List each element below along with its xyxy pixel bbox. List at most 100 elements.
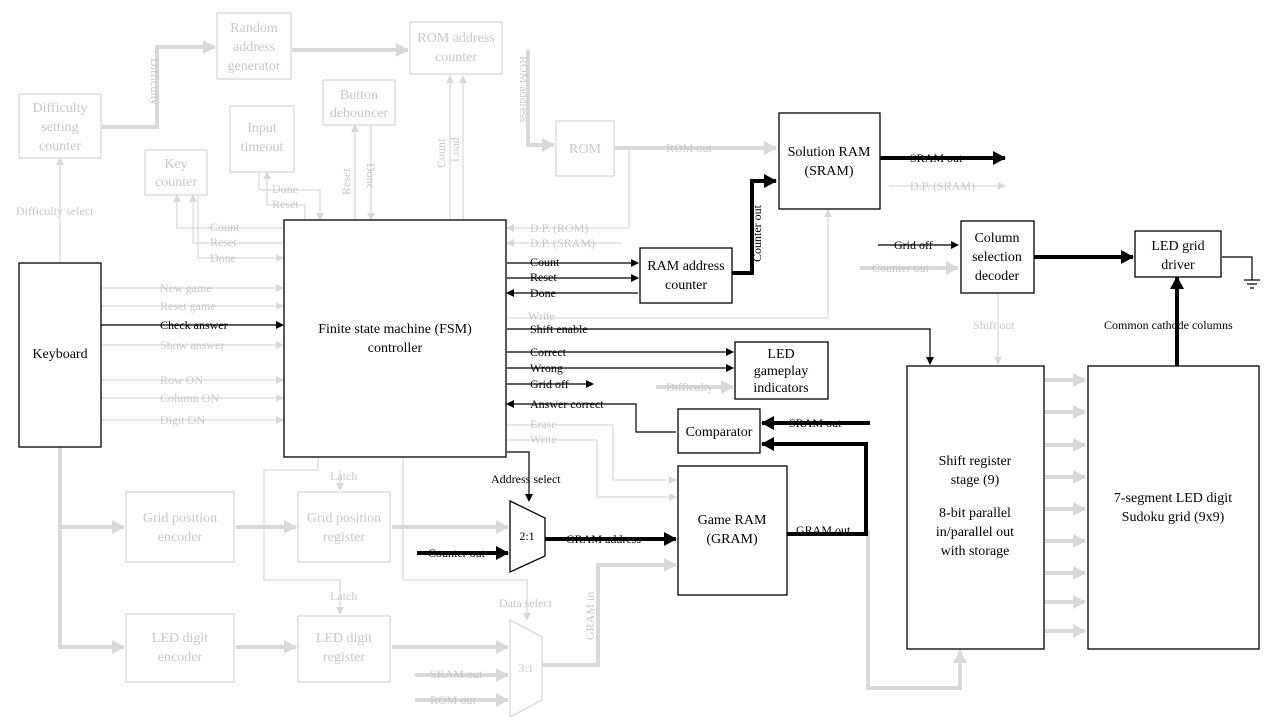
svg-text:in/parallel out: in/parallel out [936, 525, 1014, 540]
svg-text:with storage: with storage [941, 544, 1010, 559]
led-digit-encoder: LED digit encoder [125, 613, 235, 683]
svg-text:counter: counter [39, 139, 81, 154]
keyboard: Keyboard [18, 262, 102, 448]
svg-text:Solution RAM: Solution RAM [788, 145, 871, 160]
svg-text:Write: Write [530, 432, 557, 446]
svg-text:Data select: Data select [499, 596, 553, 610]
grid-position-encoder: Grid position encoder [125, 491, 235, 563]
led-gameplay-indicators: LED gameplay indicators [734, 341, 829, 400]
svg-text:LED grid: LED grid [1151, 239, 1204, 254]
svg-text:Address select: Address select [491, 472, 561, 486]
svg-text:Check answer: Check answer [160, 318, 228, 332]
svg-text:Row ON: Row ON [160, 373, 203, 387]
mux-2-to-1: 2:1 [509, 499, 546, 574]
svg-text:address: address [233, 40, 275, 55]
svg-text:Difficulty select: Difficulty select [16, 204, 94, 218]
input-timeout: Input timeout [229, 105, 295, 173]
solution-ram: Solution RAM (SRAM) [778, 112, 881, 210]
shift-register-stage: Shift register stage (9) 8-bit parallel … [906, 365, 1045, 650]
svg-text:D.P. (SRAM): D.P. (SRAM) [530, 236, 595, 250]
svg-text:Button: Button [340, 88, 378, 103]
svg-text:LED digit: LED digit [152, 631, 208, 646]
game-ram: Game RAM (GRAM) [677, 465, 788, 596]
svg-text:ROM out: ROM out [430, 693, 476, 707]
rom-block: ROM [555, 120, 615, 177]
svg-text:Keyboard: Keyboard [32, 347, 87, 362]
svg-text:Difficulty: Difficulty [148, 58, 162, 105]
grid-position-register: Grid position register [297, 491, 391, 563]
svg-text:counter: counter [155, 175, 197, 190]
svg-text:Counter out: Counter out [872, 261, 930, 275]
svg-text:Reset: Reset [210, 235, 237, 249]
svg-text:Column ON: Column ON [160, 391, 219, 405]
svg-text:Done: Done [210, 251, 236, 265]
active-wires [101, 151, 1260, 560]
svg-text:(SRAM): (SRAM) [804, 164, 853, 179]
svg-text:Latch: Latch [330, 469, 357, 483]
svg-text:indicators: indicators [753, 381, 808, 396]
random-address-generator: Random address generator [216, 12, 292, 80]
svg-text:counter: counter [665, 278, 707, 293]
svg-text:7-segment LED digit: 7-segment LED digit [1114, 491, 1232, 506]
svg-text:D.P. (ROM): D.P. (ROM) [530, 221, 588, 235]
svg-text:LED digit: LED digit [316, 631, 372, 646]
svg-text:stage (9): stage (9) [951, 473, 1000, 488]
svg-text:Write: Write [528, 309, 555, 323]
active-signal-labels: SRAM out Check answer Count Reset Done C… [160, 151, 1233, 560]
svg-text:GRAM address: GRAM address [566, 532, 641, 546]
fsm-controller: Finite state machine (FSM) controller [283, 219, 507, 458]
svg-text:Grid position: Grid position [307, 511, 381, 526]
svg-text:Done: Done [364, 163, 378, 189]
svg-text:decoder: decoder [975, 269, 1020, 284]
svg-text:Correct: Correct [530, 345, 567, 359]
svg-text:2:1: 2:1 [519, 529, 534, 543]
svg-text:D.P. (SRAM): D.P. (SRAM) [910, 179, 975, 193]
svg-text:Sudoku grid (9x9): Sudoku grid (9x9) [1122, 510, 1225, 525]
led-digit-register: LED digit register [297, 615, 391, 683]
svg-text:Difficulty: Difficulty [666, 380, 713, 394]
svg-text:encoder: encoder [158, 530, 203, 545]
svg-text:encoder: encoder [158, 650, 203, 665]
svg-text:Shift register: Shift register [939, 454, 1012, 469]
svg-text:Game RAM: Game RAM [698, 513, 767, 528]
svg-text:Done: Done [530, 286, 556, 300]
svg-text:Counter out: Counter out [428, 546, 486, 560]
svg-text:timeout: timeout [241, 140, 284, 155]
svg-text:Wrong: Wrong [530, 361, 563, 375]
svg-text:Key: Key [164, 157, 187, 172]
svg-text:Difficulty: Difficulty [33, 101, 88, 116]
svg-text:LED: LED [767, 347, 794, 362]
svg-text:Shift enable: Shift enable [530, 322, 588, 336]
svg-text:counter: counter [435, 50, 477, 65]
svg-text:Reset: Reset [339, 168, 353, 195]
svg-text:Shift out: Shift out [973, 318, 1015, 332]
button-debouncer: Button debouncer [322, 79, 396, 126]
column-selection-decoder: Column selection decoder [960, 220, 1035, 294]
svg-text:Finite state machine (FSM): Finite state machine (FSM) [318, 322, 472, 337]
svg-text:RAM address: RAM address [647, 259, 724, 274]
svg-text:Load: Load [448, 137, 462, 162]
svg-text:GRAM out: GRAM out [796, 523, 851, 537]
svg-text:Random: Random [230, 21, 278, 36]
svg-text:New game: New game [160, 281, 212, 295]
svg-text:Reset: Reset [272, 197, 299, 211]
svg-text:Show answer: Show answer [160, 338, 224, 352]
ram-address-counter: RAM address counter [639, 247, 733, 304]
svg-text:SRAM out: SRAM out [789, 416, 842, 430]
svg-text:generator: generator [228, 59, 281, 74]
svg-text:Grid off: Grid off [894, 238, 933, 252]
svg-text:Column: Column [974, 231, 1019, 246]
led-sudoku-grid: 7-segment LED digit Sudoku grid (9x9) [1087, 365, 1260, 650]
svg-text:SRAM out: SRAM out [910, 151, 963, 165]
svg-text:3:1: 3:1 [518, 661, 533, 675]
svg-text:Reset game: Reset game [160, 299, 216, 313]
svg-text:Latch: Latch [330, 589, 357, 603]
svg-text:ROM out: ROM out [666, 141, 712, 155]
svg-text:controller: controller [368, 341, 423, 356]
svg-text:ROM address: ROM address [417, 31, 494, 46]
svg-text:GRAM in: GRAM in [583, 592, 597, 640]
led-grid-driver: LED grid driver [1134, 230, 1222, 278]
svg-text:Common cathode columns: Common cathode columns [1104, 318, 1233, 332]
svg-text:Count: Count [210, 220, 240, 234]
inactive-wires [56, 40, 1086, 707]
